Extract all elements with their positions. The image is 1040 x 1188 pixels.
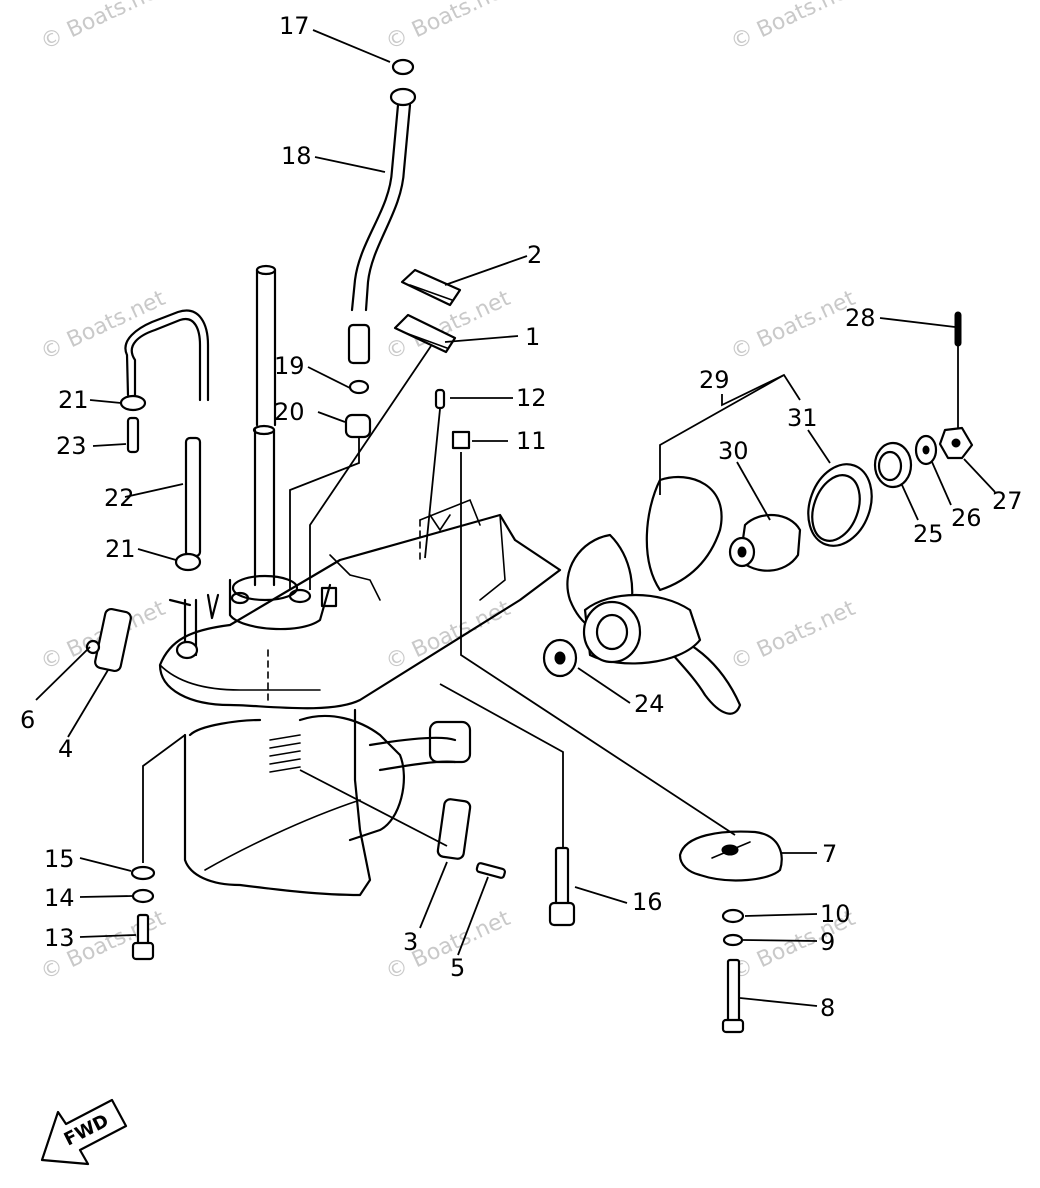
watermark: © Boats.net (37, 286, 170, 366)
callout-5: 5 (450, 954, 465, 982)
watermark: © Boats.net (382, 596, 515, 676)
callout-9: 9 (820, 928, 835, 956)
callout-7: 7 (822, 840, 837, 868)
callout-29: 29 (699, 366, 730, 394)
callout-25: 25 (913, 520, 944, 548)
callout-21-top: 21 (58, 386, 89, 414)
callout-11: 11 (516, 427, 547, 455)
callout-21-bottom: 21 (105, 535, 136, 563)
pin-part (434, 388, 446, 410)
vent-slots (269, 734, 301, 773)
callout-3: 3 (403, 928, 418, 956)
watermark: © Boats.net (727, 286, 860, 366)
callout-31: 31 (787, 404, 818, 432)
callout-16: 16 (632, 888, 663, 916)
callout-2: 2 (527, 241, 542, 269)
callout-15: 15 (44, 845, 75, 873)
callout-22: 22 (104, 484, 135, 512)
callout-4: 4 (58, 735, 73, 763)
callout-labels: 1 2 3 4 5 6 7 8 9 10 11 12 13 14 15 16 1… (20, 12, 1023, 1022)
anode-parts (85, 607, 506, 879)
hose-assembly (119, 309, 210, 572)
watermark: © Boats.net (727, 596, 860, 676)
watermark: © Boats.net (382, 906, 515, 986)
forward-direction-arrow: FWD (40, 1098, 128, 1166)
watermark: © Boats.net (727, 0, 860, 55)
callout-17: 17 (279, 12, 310, 40)
callout-6: 6 (20, 706, 35, 734)
callout-13: 13 (44, 924, 75, 952)
callout-10: 10 (820, 900, 851, 928)
callout-26: 26 (951, 504, 982, 532)
callout-12: 12 (516, 384, 547, 412)
callout-24: 24 (634, 690, 665, 718)
callout-27: 27 (992, 487, 1023, 515)
leader-lines (35, 29, 996, 1007)
callout-28: 28 (845, 304, 876, 332)
seal-rubbers (393, 268, 462, 354)
lower-case-drawing (158, 264, 562, 897)
callout-14: 14 (44, 884, 75, 912)
watermark: © Boats.net (382, 0, 515, 55)
callout-1: 1 (525, 323, 540, 351)
callout-20: 20 (274, 398, 305, 426)
watermark: © Boats.net (37, 0, 170, 55)
propeller-group (542, 311, 974, 715)
nut-part (451, 430, 471, 450)
callout-30: 30 (718, 437, 749, 465)
callout-8: 8 (820, 994, 835, 1022)
callout-19: 19 (274, 352, 305, 380)
callout-18: 18 (281, 142, 312, 170)
fasteners (130, 830, 783, 1034)
water-tube (344, 58, 417, 439)
callout-23: 23 (56, 432, 87, 460)
